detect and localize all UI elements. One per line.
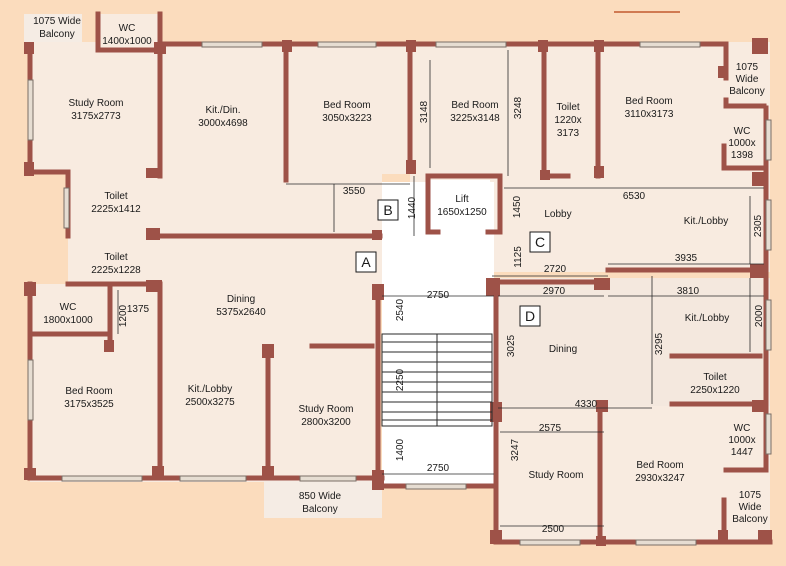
dim-1440: 1440 <box>407 196 418 219</box>
dim-6530: 6530 <box>623 191 646 202</box>
dim-3810: 3810 <box>677 286 700 297</box>
columns <box>24 38 772 546</box>
label-study-c: Study Room <box>298 404 353 415</box>
dim-2000: 2000 <box>754 304 765 327</box>
dim-3148: 3148 <box>419 100 430 123</box>
label-balcony-br: 1075 <box>739 490 762 501</box>
label-kit-lobby-l-size: 2500x3275 <box>185 397 235 408</box>
label-bed-2-size: 3225x3148 <box>450 113 500 124</box>
dim-1375: 1375 <box>127 304 150 315</box>
label-balcony-tr: 1075 <box>736 62 759 73</box>
label-kit-lobby-r: Kit./Lobby <box>684 216 728 227</box>
label-bed-br-size: 2930x3247 <box>635 473 685 484</box>
label-dining-r: Dining <box>549 344 577 355</box>
dim-1200: 1200 <box>118 304 129 327</box>
label-wc-l: WC <box>60 302 77 313</box>
dim-2970: 2970 <box>543 286 566 297</box>
unit-tags: A B C D <box>355 199 551 327</box>
tag-b-box <box>377 199 399 221</box>
label-balcony-br-2: Wide <box>739 502 762 513</box>
label-wc-l-size: 1800x1000 <box>43 315 93 326</box>
label-bed-br: Bed Room <box>636 460 683 471</box>
staircase <box>381 333 493 427</box>
dim-3025: 3025 <box>506 334 517 357</box>
label-lobby: Lobby <box>544 209 571 220</box>
label-wc-tr: WC <box>734 126 751 137</box>
label-wc-br-size1: 1000x <box>728 435 755 446</box>
label-dining-l: Dining <box>227 294 255 305</box>
label-lift: Lift <box>455 194 469 205</box>
label-bed-1: Bed Room <box>323 100 370 111</box>
dim-1125: 1125 <box>513 246 524 268</box>
label-wc-top: WC <box>119 23 136 34</box>
dim-3248: 3248 <box>513 96 524 119</box>
label-toilet-tr-size1: 1220x <box>554 115 581 126</box>
label-toilet-r-size: 2250x1220 <box>690 385 740 396</box>
label-bed-bl: Bed Room <box>65 386 112 397</box>
label-toilet-l1-size: 2225x1412 <box>91 204 141 215</box>
dimension-lines <box>117 50 764 527</box>
label-toilet-l1: Toilet <box>104 191 128 202</box>
label-bed-tr-size: 3110x3173 <box>625 109 674 120</box>
dim-2305: 2305 <box>753 214 764 237</box>
label-bed-bl-size: 3175x3525 <box>64 399 114 410</box>
label-bed-tr: Bed Room <box>625 96 672 107</box>
label-balcony-tl-2: Balcony <box>39 29 75 40</box>
tag-a: A <box>361 254 371 270</box>
dim-3247: 3247 <box>510 438 521 461</box>
dim-3935: 3935 <box>675 253 698 264</box>
dim-3295: 3295 <box>654 332 665 355</box>
label-study-r: Study Room <box>528 470 583 481</box>
dim-2750-bottom: 2750 <box>427 463 450 474</box>
label-kit-lobby-l: Kit./Lobby <box>188 384 232 395</box>
tag-d-box <box>519 305 541 327</box>
label-balcony-br-3: Balcony <box>732 514 768 525</box>
dim-2500: 2500 <box>542 524 565 535</box>
floor-areas <box>24 14 770 542</box>
label-kit-lobby-r2: Kit./Lobby <box>685 313 729 324</box>
label-study-c-size: 2800x3200 <box>301 417 351 428</box>
dim-4330: 4330 <box>575 399 598 410</box>
label-study-l-size: 3175x2773 <box>71 111 121 122</box>
dim-1450: 1450 <box>512 195 523 218</box>
label-dining-l-size: 5375x2640 <box>216 307 266 318</box>
dim-2750-top: 2750 <box>427 290 450 301</box>
tag-c: C <box>535 234 545 250</box>
label-wc-top-size: 1400x1000 <box>102 36 152 47</box>
label-wc-tr-size1: 1000x <box>728 138 755 149</box>
windows <box>27 41 772 546</box>
label-toilet-tr-size2: 3173 <box>557 128 580 139</box>
dim-2720: 2720 <box>544 264 567 275</box>
label-wc-tr-size2: 1398 <box>731 150 754 161</box>
dim-1400: 1400 <box>395 438 406 461</box>
label-wc-br: WC <box>734 423 751 434</box>
tag-d: D <box>525 308 535 324</box>
label-balcony-b-2: Balcony <box>302 504 338 515</box>
label-bed-1-size: 3050x3223 <box>322 113 372 124</box>
tag-c-box <box>529 231 551 253</box>
tag-a-box <box>355 251 377 273</box>
label-balcony-tr-2: Wide <box>736 74 759 85</box>
dim-2250: 2250 <box>395 368 406 391</box>
label-wc-br-size2: 1447 <box>731 447 754 458</box>
label-balcony-b: 850 Wide <box>299 491 342 502</box>
label-toilet-l2-size: 2225x1228 <box>91 265 141 276</box>
dimension-labels: 3148 3248 3550 1440 1450 6530 2305 1125 … <box>118 96 765 535</box>
label-study-l: Study Room <box>68 98 123 109</box>
label-kit-din: Kit./Din. <box>205 105 240 116</box>
dim-2540: 2540 <box>395 298 406 321</box>
tag-b: B <box>383 202 392 218</box>
room-labels: 1075 Wide Balcony WC 1400x1000 Study Roo… <box>33 16 768 525</box>
label-bed-2: Bed Room <box>451 100 498 111</box>
label-balcony-tr-3: Balcony <box>729 86 765 97</box>
label-kit-din-size: 3000x4698 <box>198 118 248 129</box>
label-balcony-tl: 1075 Wide <box>33 16 81 27</box>
label-lift-size: 1650x1250 <box>437 207 487 218</box>
dim-3550: 3550 <box>343 186 366 197</box>
dim-2575: 2575 <box>539 423 562 434</box>
label-toilet-l2: Toilet <box>104 252 128 263</box>
label-toilet-tr: Toilet <box>556 102 580 113</box>
label-toilet-r: Toilet <box>703 372 727 383</box>
